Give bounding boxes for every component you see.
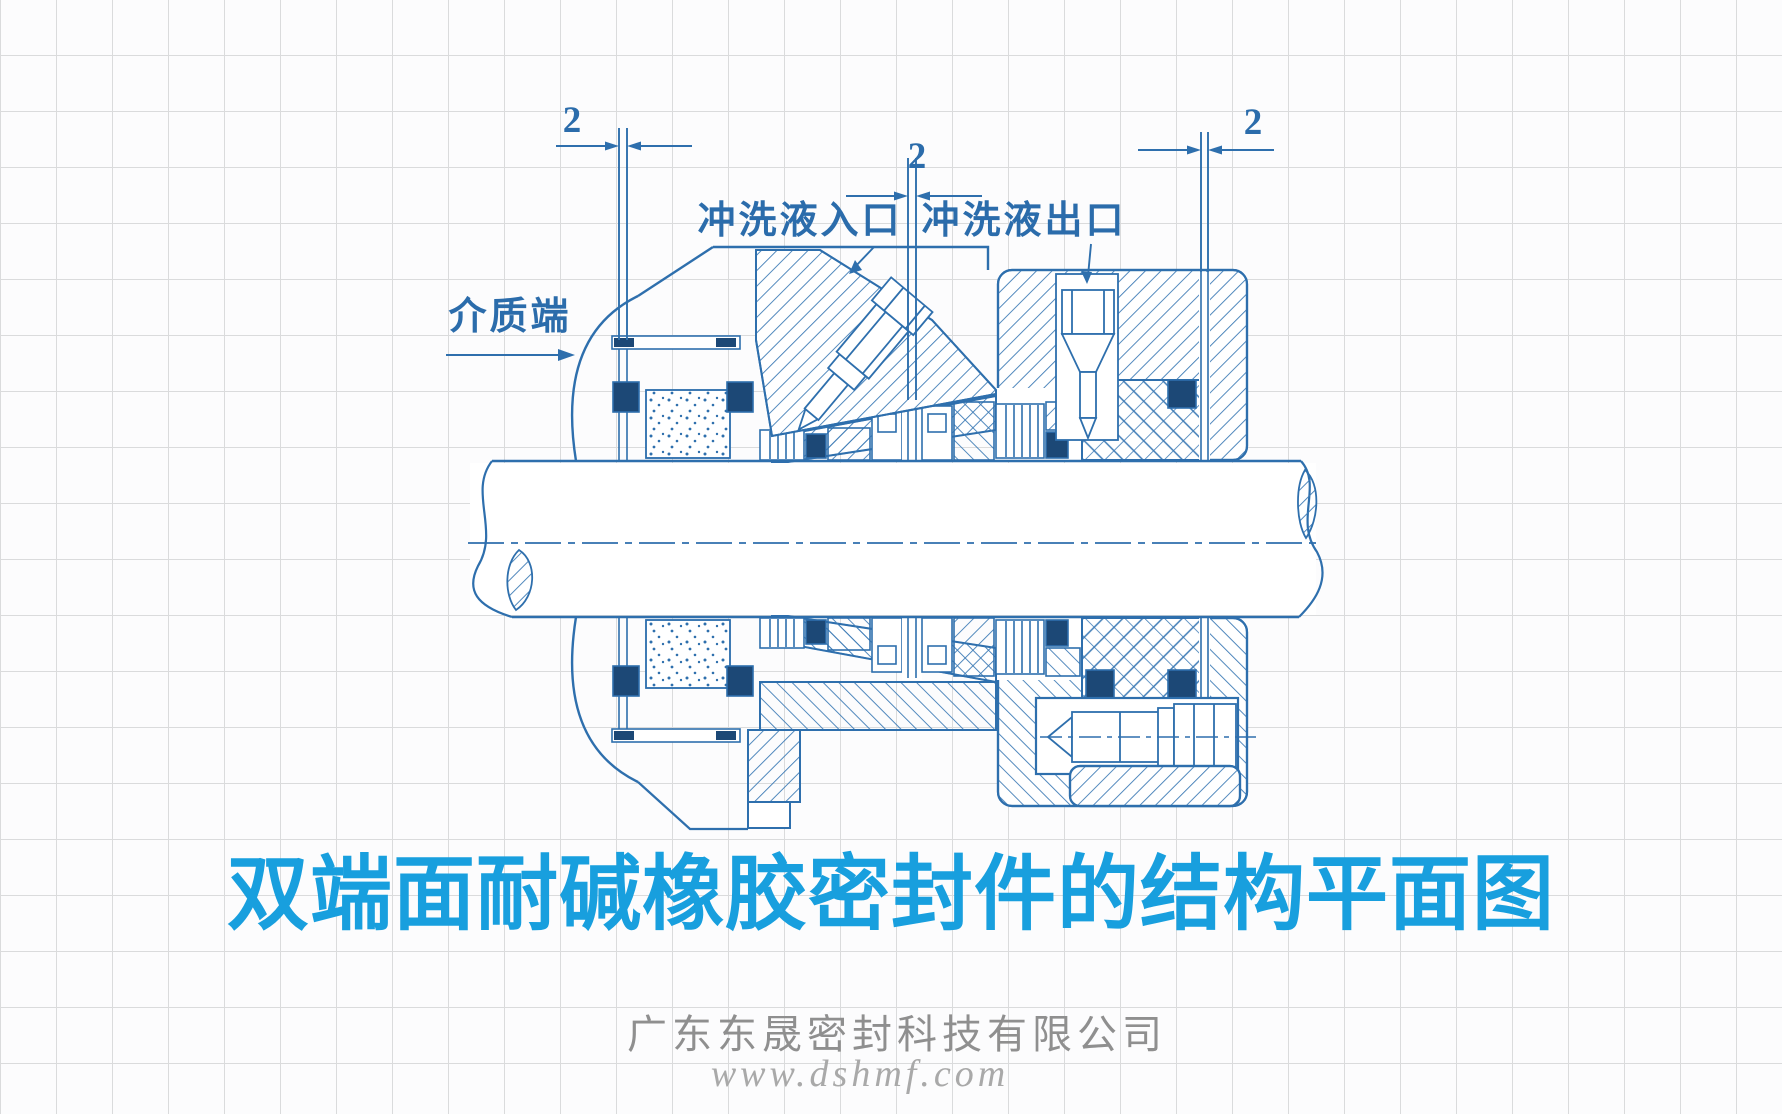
flush-outlet-fitting	[1055, 273, 1119, 441]
dim-line-right	[1200, 132, 1209, 272]
leader-arrow-icon	[1081, 271, 1092, 284]
dimension-value-left: 2	[562, 100, 582, 141]
flush-outlet-label: 冲洗液出口	[921, 200, 1127, 242]
arrowheads	[558, 141, 1222, 361]
cover-top-edge	[713, 245, 990, 270]
page-title: 双端面耐碱橡胶密封件的结构平面图	[226, 847, 1555, 942]
gland-foot	[1068, 764, 1242, 808]
gland-bolt	[1040, 703, 1256, 769]
dimension-lines	[446, 128, 1274, 400]
dimension-arrow-icon	[605, 141, 619, 151]
outlet-leader-line	[1087, 243, 1092, 277]
arrow-right-icon	[558, 349, 575, 361]
dimension-arrow-icon	[1187, 145, 1201, 155]
dimension-value-right: 2	[1243, 102, 1263, 143]
dimension-value-middle: 2	[907, 136, 927, 177]
cover-chamfer	[637, 245, 714, 298]
lower-sleeve-body	[759, 681, 997, 731]
company-name: 广东东晟密封科技有限公司	[627, 1012, 1167, 1057]
medium-end-label: 介质端	[448, 296, 572, 338]
dimension-arrow-icon	[916, 191, 930, 201]
lower-taper-edge	[637, 781, 748, 831]
dimension-arrow-icon	[1208, 145, 1222, 155]
dim-line-left	[618, 128, 628, 340]
dimension-arrow-icon	[894, 191, 908, 201]
website-url: www.dshmf.com	[710, 1053, 1010, 1095]
shaft-break-left	[472, 460, 513, 619]
dim-line-middle	[907, 158, 917, 400]
flush-inlet-fitting	[797, 276, 934, 432]
dimension-arrow-icon	[627, 141, 641, 151]
shaft	[468, 459, 1324, 619]
leader-arrow-icon	[849, 260, 862, 274]
flush-inlet-label: 冲洗液入口	[697, 200, 903, 242]
